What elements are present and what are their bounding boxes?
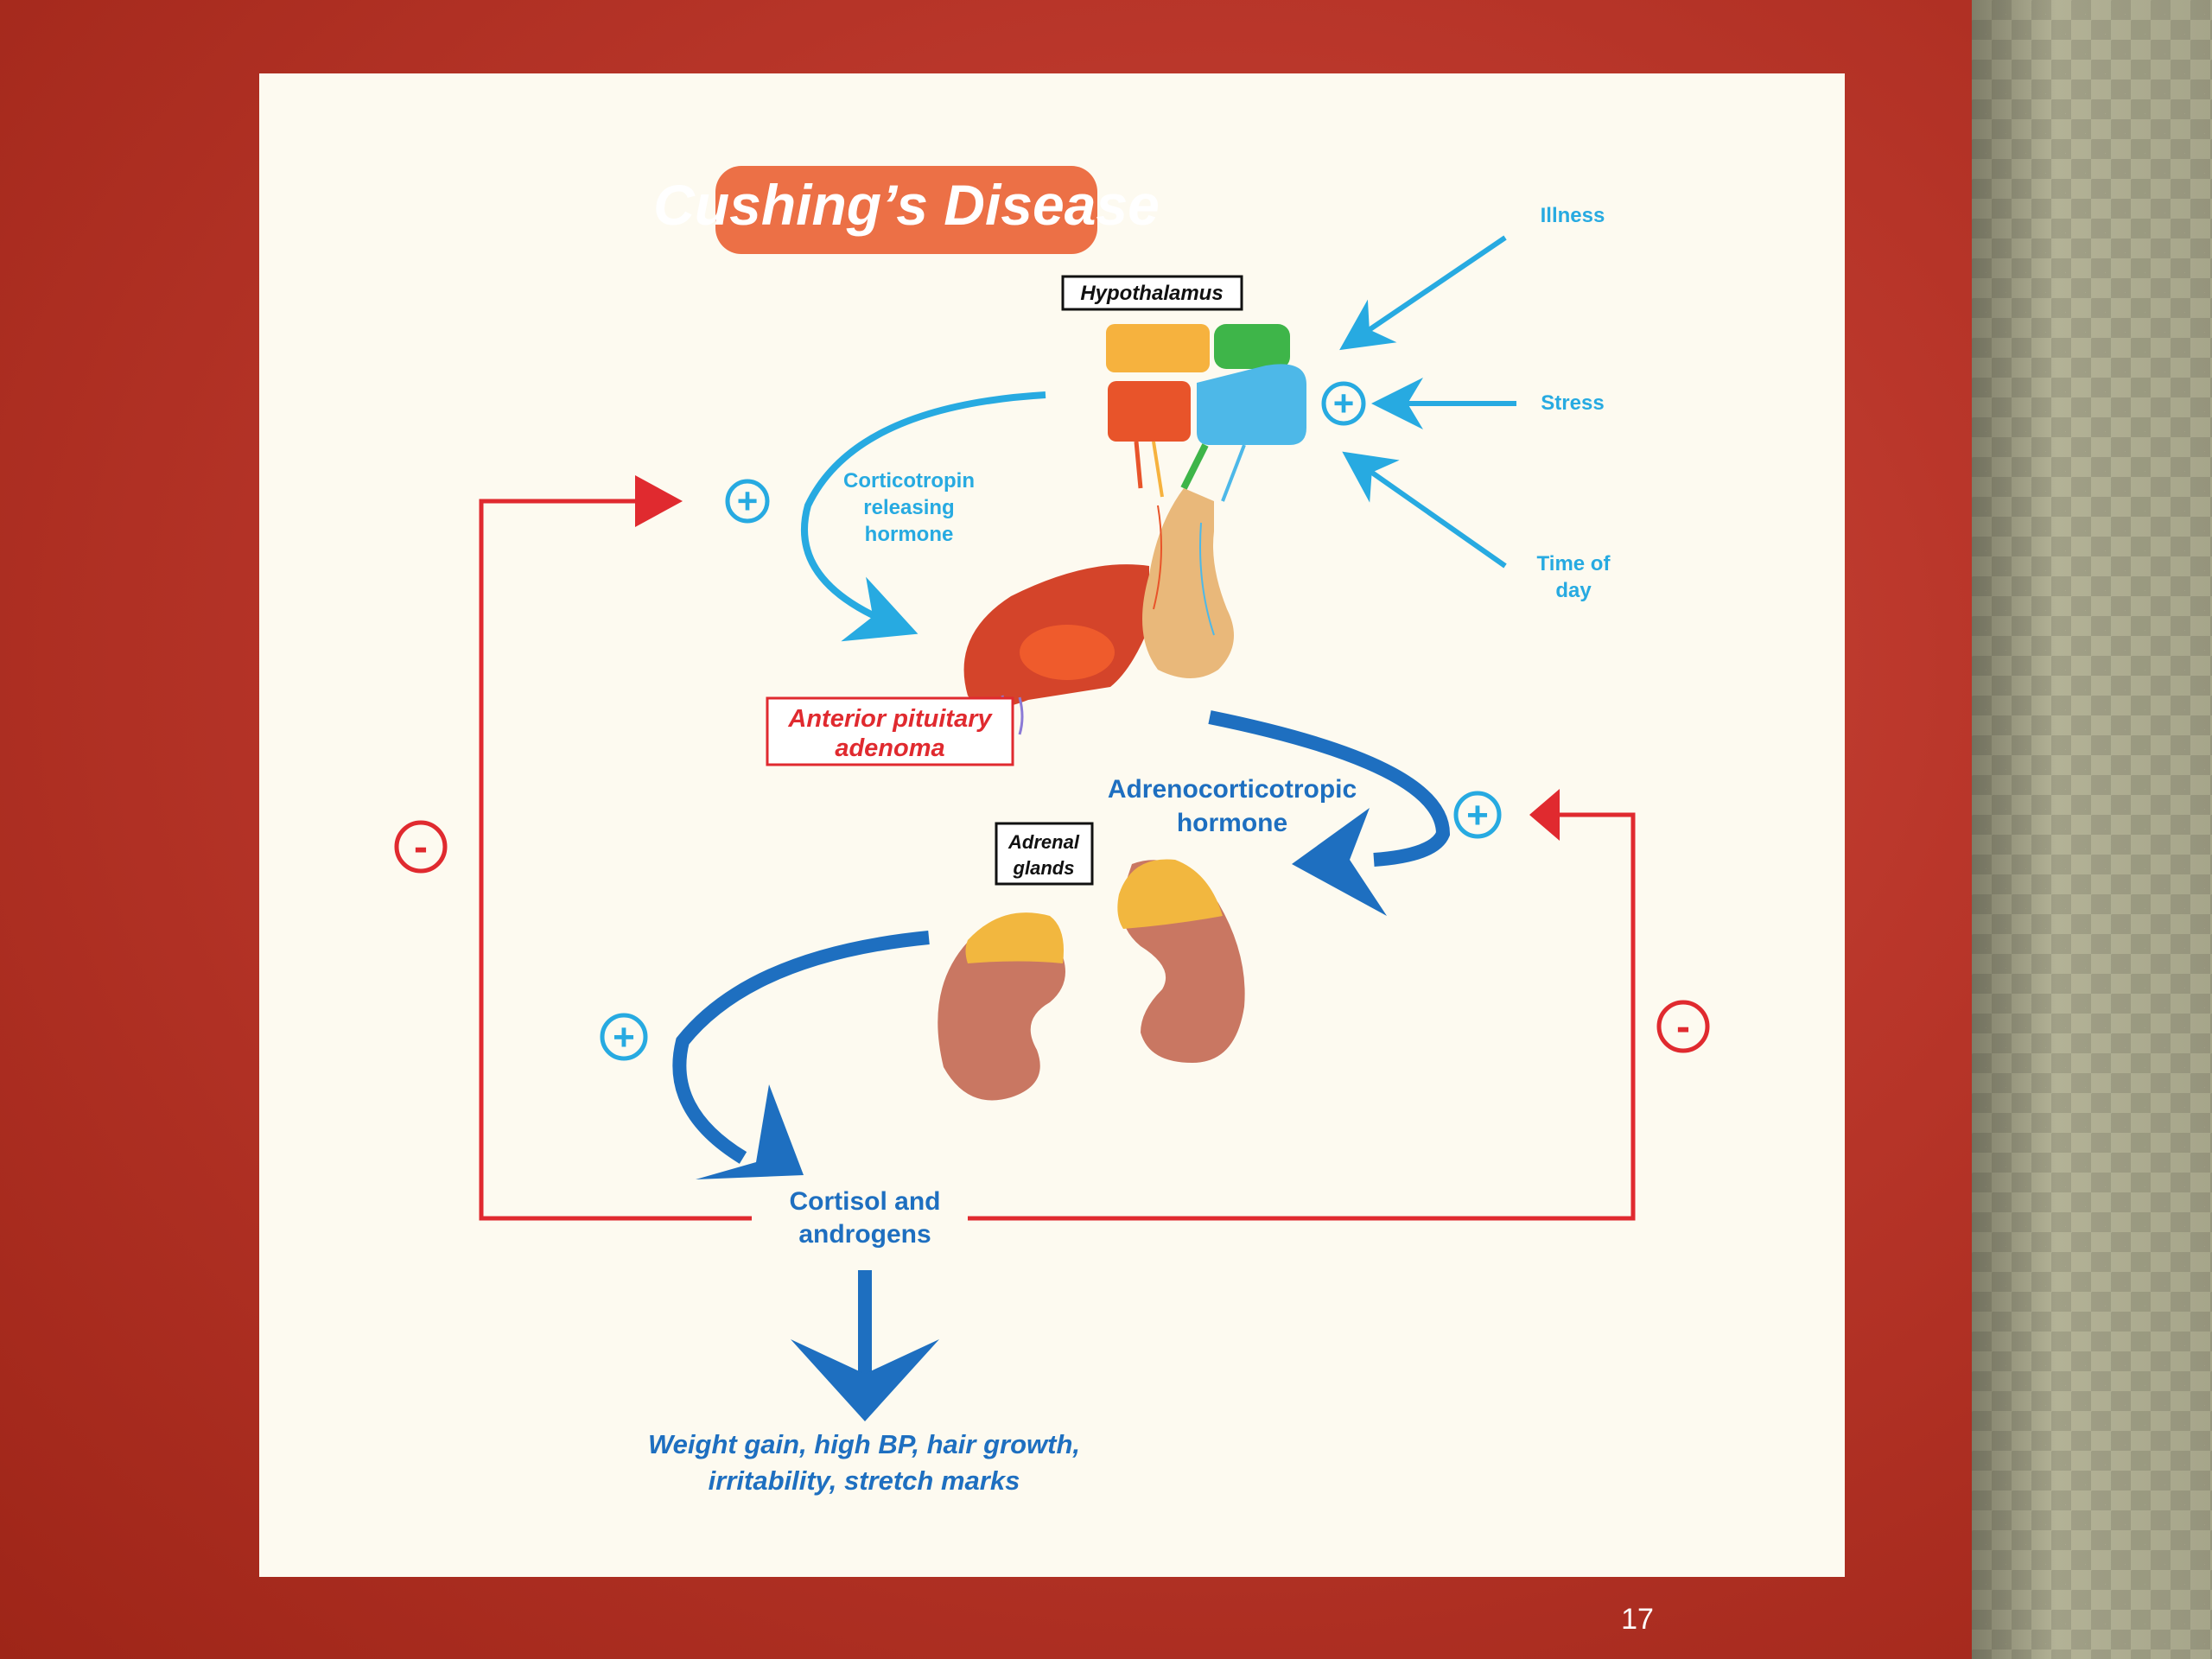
crh-label-3: hormone xyxy=(865,523,954,546)
adenoma-label: Anterior pituitary adenoma xyxy=(766,696,1014,766)
svg-text:Hypothalamus: Hypothalamus xyxy=(1080,282,1223,305)
plus-sign-adrenal: + xyxy=(600,1013,648,1061)
svg-text:-: - xyxy=(414,824,428,870)
illness-arrow xyxy=(1339,235,1507,351)
minus-sign-right: - xyxy=(1656,1000,1710,1053)
effects-label-2: irritability, stretch marks xyxy=(709,1465,1020,1496)
effects-arrow xyxy=(791,1270,939,1421)
cortisol-label-2: androgens xyxy=(798,1220,931,1249)
svg-text:glands: glands xyxy=(1013,857,1075,879)
svg-text:+: + xyxy=(1333,383,1355,423)
adrenal-glands-label: Adrenal glands xyxy=(995,822,1094,886)
hypothalamus-label: Hypothalamus xyxy=(1061,275,1243,311)
svg-text:+: + xyxy=(737,480,759,521)
acth-label-2: hormone xyxy=(1177,809,1287,837)
plus-sign-stress: + xyxy=(1321,381,1366,426)
adrenal-output-arrow xyxy=(672,931,930,1179)
title-banner: Cushing’s Disease xyxy=(653,166,1160,254)
negative-feedback-right xyxy=(968,789,1636,1221)
time-of-day-arrow xyxy=(1342,451,1507,569)
illness-label: Illness xyxy=(1541,204,1605,227)
crh-label-2: releasing xyxy=(863,496,954,519)
crh-label: Corticotropin xyxy=(843,469,975,493)
svg-text:+: + xyxy=(613,1016,635,1058)
crh-arrow xyxy=(801,391,1046,642)
hypothalamus-illustration xyxy=(1106,324,1306,502)
plus-sign-acth: + xyxy=(1453,791,1502,839)
svg-text:-: - xyxy=(1676,1004,1690,1050)
svg-text:+: + xyxy=(1466,794,1489,836)
plus-sign-crh: + xyxy=(725,479,770,524)
minus-sign-left: - xyxy=(394,820,448,874)
pituitary-illustration xyxy=(963,488,1234,735)
time-of-day-label: Time of xyxy=(1537,552,1611,575)
cushings-diagram: Cushing’s Disease Hypothalamus Anterior … xyxy=(394,166,1710,1496)
svg-text:adenoma: adenoma xyxy=(835,734,944,762)
acth-arrow xyxy=(1208,710,1451,916)
effects-label: Weight gain, high BP, hair growth, xyxy=(648,1429,1080,1459)
stress-label: Stress xyxy=(1541,391,1604,415)
title-text: Cushing’s Disease xyxy=(653,173,1160,237)
svg-text:Anterior pituitary: Anterior pituitary xyxy=(787,705,993,733)
slide-image: Cushing’s Disease Hypothalamus Anterior … xyxy=(259,73,1845,1577)
time-of-day-label-2: day xyxy=(1555,579,1592,602)
svg-text:Adrenal: Adrenal xyxy=(1007,831,1080,853)
acth-label: Adrenocorticotropic xyxy=(1108,775,1357,804)
decorative-side-strip xyxy=(1972,0,2212,1659)
negative-feedback-left xyxy=(479,475,752,1221)
page-number: 17 xyxy=(1621,1603,1654,1636)
kidneys-illustration xyxy=(938,859,1245,1101)
cortisol-label: Cortisol and xyxy=(789,1187,940,1216)
